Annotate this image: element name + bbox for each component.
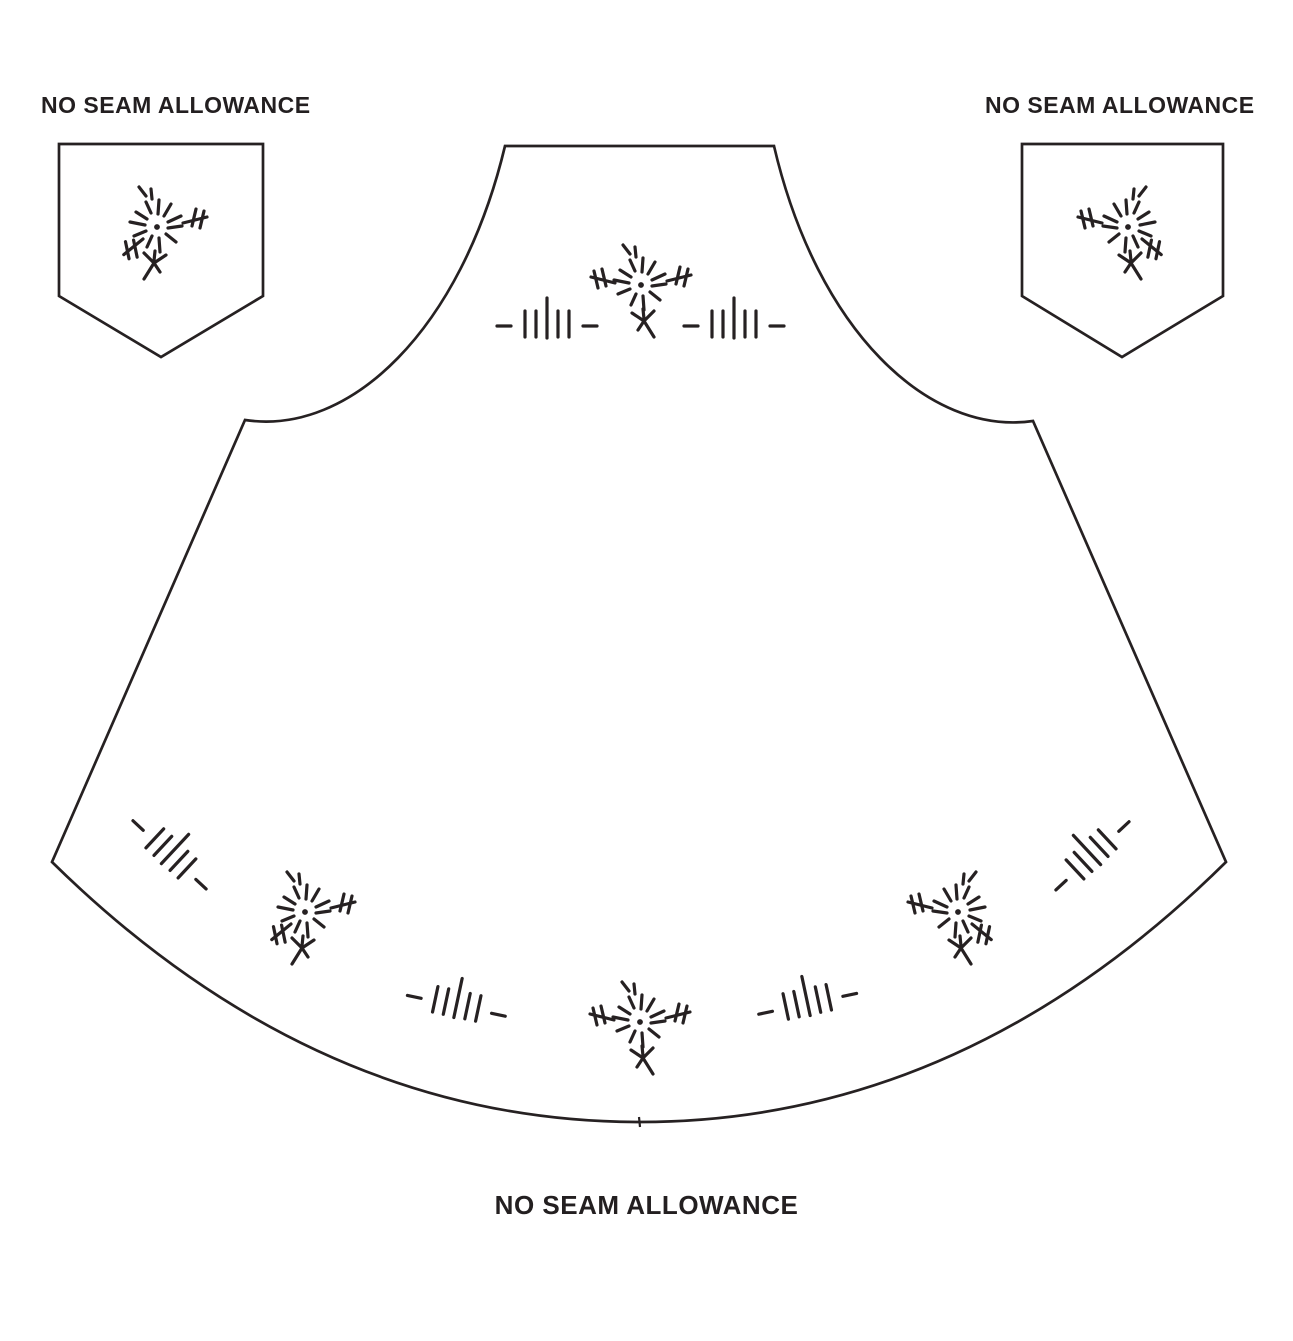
- no-seam-allowance-label-top-right: NO SEAM ALLOWANCE: [985, 92, 1255, 118]
- flower-motif-hem-right: [908, 872, 996, 964]
- apron-body-outline: [50, 144, 1228, 1124]
- flower-motif-hem-left: [267, 872, 355, 964]
- flower-motif-pocket-left: [119, 187, 207, 279]
- stitch-tally-hem-mid-left: [403, 966, 513, 1030]
- flower-motif-hem-center: [590, 982, 690, 1074]
- flower-motif-pocket-right: [1078, 187, 1166, 279]
- center-front-notch: [637, 1116, 642, 1128]
- stitch-tally-bib-left: [495, 296, 599, 340]
- stitch-tally-hem-far-right: [1035, 799, 1139, 901]
- stitch-tally-bib-right: [682, 296, 786, 340]
- no-seam-allowance-label-top-left: NO SEAM ALLOWANCE: [41, 92, 311, 118]
- stitch-tally-hem-mid-right: [751, 964, 861, 1028]
- pocket-left-outline: [57, 142, 265, 359]
- pocket-right-outline: [1020, 142, 1225, 359]
- no-seam-allowance-label-bottom: NO SEAM ALLOWANCE: [494, 1190, 799, 1220]
- flower-motif-bib-center: [591, 245, 691, 337]
- stitch-tally-hem-far-left: [123, 798, 227, 900]
